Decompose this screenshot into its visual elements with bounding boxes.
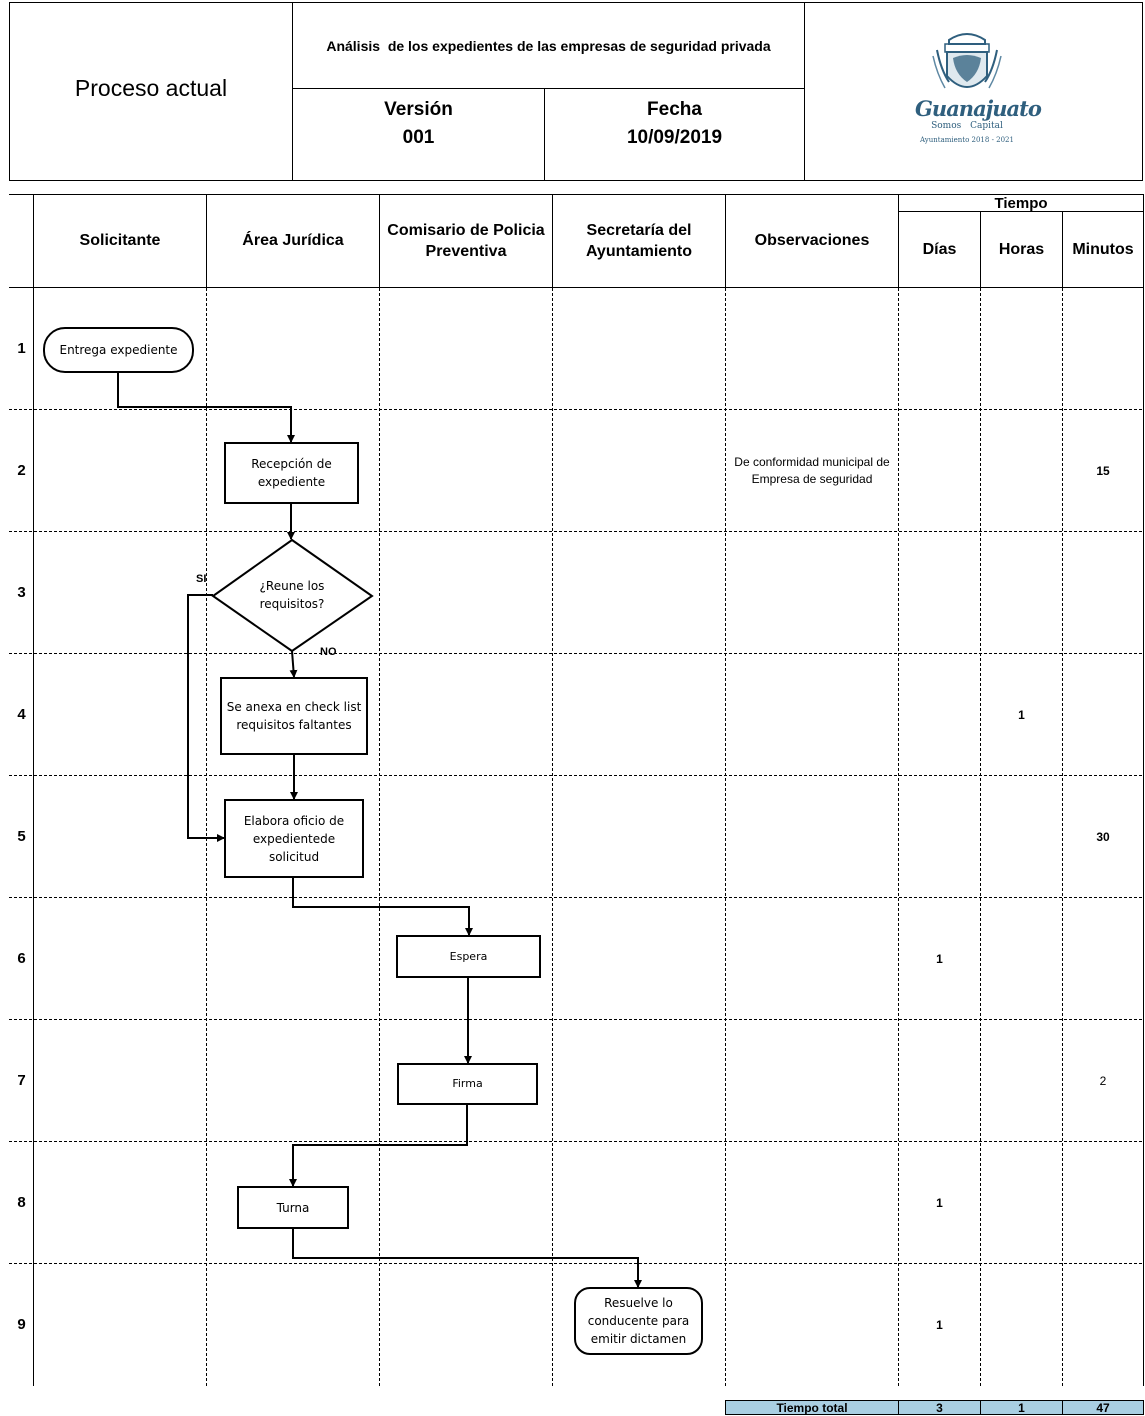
row-number: 7 (17, 1072, 26, 1089)
connector-firma-turna (289, 1104, 468, 1187)
col-tiempo: Tiempo (994, 194, 1048, 212)
total-label: Tiempo total (725, 1400, 899, 1415)
col-solicitante: Solicitante (79, 232, 161, 249)
col-area-juridica: Área Jurídica (242, 232, 344, 249)
row4-horas: 1 (1018, 707, 1025, 722)
row5-minutos: 30 (1096, 829, 1110, 844)
row-number: 2 (17, 462, 26, 479)
version-value: 001 (402, 127, 435, 148)
header-divider-1 (292, 2, 293, 181)
version-block: Versión 001 (293, 89, 544, 159)
header-divider-4 (544, 88, 545, 181)
logo-tagline-left: Somos (931, 121, 962, 131)
total-minutos: 47 (1062, 1400, 1144, 1415)
node-entrega-expediente: Entrega expediente (43, 327, 194, 373)
logo-period: Ayuntamiento 2018 - 2021 (920, 136, 1014, 144)
header-divider-2 (804, 2, 805, 181)
row7-minutos: 2 (1099, 1073, 1107, 1088)
version-label: Versión (384, 99, 453, 120)
row-number: 9 (17, 1316, 26, 1333)
row-number: 4 (17, 706, 26, 723)
connector-elabora-espera (292, 877, 473, 936)
connector-entrega-recepcion (117, 372, 295, 443)
connector-si-elabora (187, 594, 225, 842)
row6-dias: 1 (936, 951, 943, 966)
header-block (9, 2, 1143, 181)
label-no: NO (320, 646, 337, 658)
total-horas: 1 (980, 1400, 1063, 1415)
header-divider-3 (292, 88, 805, 89)
date-label: Fecha (647, 99, 702, 120)
col-observaciones: Observaciones (754, 232, 870, 249)
connector-turna-resuelve (292, 1228, 642, 1288)
row-number: 6 (17, 950, 26, 967)
row2-minutos: 15 (1096, 463, 1110, 478)
total-dias: 3 (898, 1400, 981, 1415)
row-number: 8 (17, 1194, 26, 1211)
row2-observacion: De conformidad municipal de Empresa de s… (734, 455, 890, 486)
col-comisario: Comisario de Policia Preventiva (387, 222, 545, 260)
row9-dias: 1 (936, 1317, 943, 1332)
node-turna: Turna (237, 1186, 349, 1229)
node-recepcion-expediente: Recepción de expediente (224, 442, 359, 504)
col-minutos: Minutos (1072, 240, 1134, 258)
col-secretaria: Secretaría del Ayuntamiento (585, 222, 693, 260)
row-number: 1 (17, 340, 26, 357)
node-firma: Firma (397, 1063, 538, 1105)
row-number: 3 (17, 584, 26, 601)
col-horas: Horas (998, 240, 1045, 258)
node-anexa-check-list: Se anexa en check list requisitos faltan… (220, 677, 368, 755)
col-dias: Días (922, 240, 957, 258)
node-espera: Espera (396, 935, 541, 978)
logo-tagline: Somos Capital (915, 121, 1019, 131)
row8-dias: 1 (936, 1195, 943, 1210)
process-title: Proceso actual (74, 74, 228, 101)
logo-tagline-right: Capital (970, 121, 1003, 131)
node-reune-requisitos: ¿Reune los requisitos? (259, 579, 325, 611)
connector-reune-anexa (289, 650, 298, 678)
label-si: SI (196, 573, 207, 585)
coat-of-arms-icon (932, 33, 1002, 89)
node-elabora-oficio: Elabora oficio de expedientede solicitud (224, 799, 364, 878)
row-number: 5 (17, 828, 26, 845)
date-block: Fecha 10/09/2019 (545, 89, 804, 159)
decision-diamond-shape (211, 538, 374, 653)
analysis-title: Análisis de los expedientes de las empre… (326, 37, 771, 54)
node-resuelve: Resuelve lo conducente para emitir dicta… (574, 1287, 703, 1355)
date-value: 10/09/2019 (626, 127, 723, 148)
